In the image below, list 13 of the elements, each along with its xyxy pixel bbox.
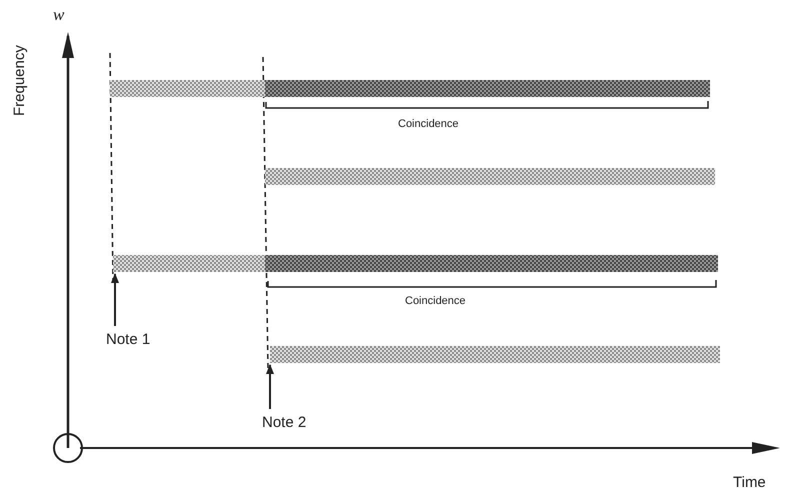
- axis-label: Frequency: [12, 45, 27, 116]
- note-label: Note 1: [106, 332, 150, 347]
- bracket-label: Coincidence: [398, 119, 459, 130]
- axis-label: Time: [733, 475, 766, 490]
- note-label: Note 2: [262, 415, 306, 430]
- frequency-bar: [110, 80, 710, 97]
- arrow: [111, 273, 119, 326]
- frequency-bar: [265, 168, 715, 185]
- frequency-bar: [113, 255, 718, 272]
- arrow: [266, 364, 274, 409]
- frequency-bar: [270, 346, 720, 363]
- bracket-label: Coincidence: [405, 296, 466, 307]
- axis-label: w: [53, 6, 64, 23]
